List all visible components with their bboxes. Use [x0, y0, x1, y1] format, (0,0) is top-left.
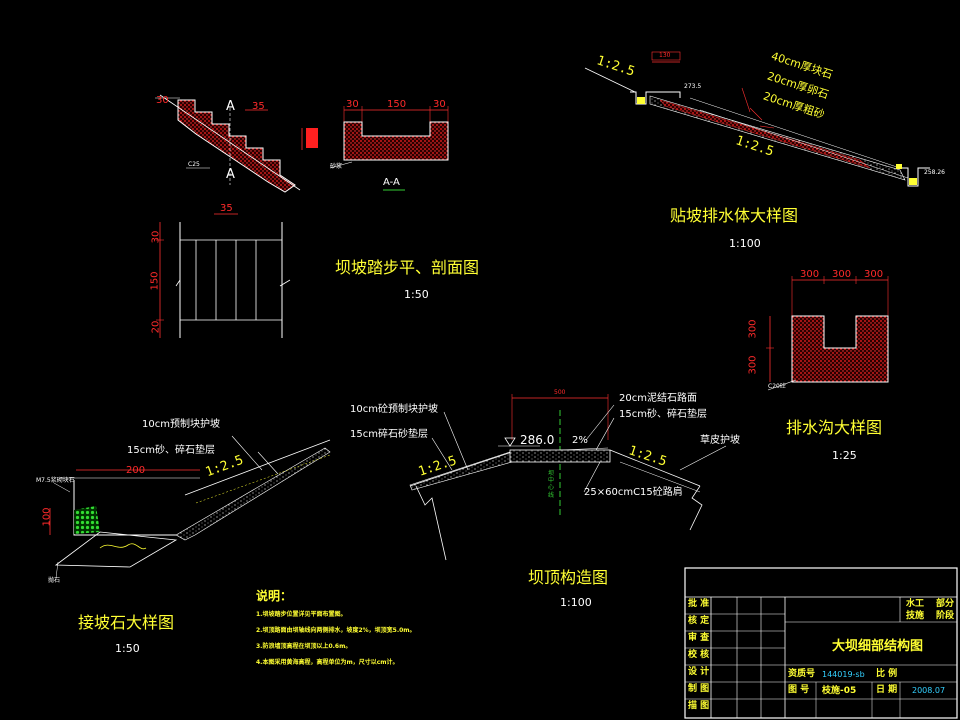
plan-dim-35: 35	[220, 203, 233, 214]
aa-dim-30-left: 30	[346, 99, 359, 110]
aa-dim-150: 150	[387, 99, 407, 110]
toe-bottom-note: 抛石	[48, 577, 61, 584]
plan-dim-20: 20	[150, 320, 162, 334]
note-item-3: 3.防浪墙顶高程在坝顶以上0.6m。	[256, 643, 352, 650]
aa-section-drawing	[329, 106, 449, 191]
crest-left-label-1: 10cm砼预制块护坡	[350, 404, 438, 415]
tb-file-no-label: 资质号	[788, 669, 816, 679]
note-item-2: 2.坝顶路面由坝轴线向两侧排水，坡度2%，坝顶宽5.0m。	[256, 627, 416, 634]
tb-row-check: 校 核	[688, 650, 710, 660]
note-item-1: 1.坝坡踏步位置详见平面布置图。	[256, 611, 347, 618]
step-drawing-scale: 1:50	[404, 288, 429, 301]
tb-discipline-part: 部分	[936, 599, 955, 609]
toe-dim-200: 200	[126, 465, 146, 476]
ditch-dim-2: 300	[832, 269, 852, 280]
step-section-drawing	[155, 94, 318, 193]
tb-row-design: 设 计	[688, 667, 710, 677]
ditch-material-note: C20砼	[768, 383, 786, 390]
crest-grade: 2%	[572, 435, 588, 446]
tb-date-value: 2008.07	[912, 686, 946, 695]
crest-drawing	[409, 394, 727, 561]
crest-left-label-2: 15cm碎石砂垫层	[350, 429, 428, 440]
ditch-drawing-scale: 1:25	[832, 449, 857, 462]
crest-elevation: 286.0	[520, 433, 555, 447]
step-material-note: C25	[188, 161, 200, 168]
drain-body-drawing	[584, 51, 930, 187]
tb-stage-part: 阶段	[936, 611, 955, 621]
title-block-frame	[684, 567, 958, 719]
crest-right-label-1: 20cm泥结石路面	[619, 393, 697, 404]
tb-discipline: 水工	[906, 599, 925, 609]
note-item-4: 4.本图采用黄海高程，高程单位为m，尺寸以cm计。	[256, 659, 399, 666]
tb-row-draft: 制 图	[688, 684, 710, 694]
ditch-drawing-title: 排水沟大样图	[786, 418, 883, 437]
drain-elev-right: 258.26	[924, 169, 945, 176]
crest-road-shoulder-label: 25×60cmC15砼路肩	[584, 487, 683, 498]
tb-row-trace: 描 图	[688, 701, 710, 711]
notes-heading: 说明：	[256, 589, 293, 603]
tb-file-no-value: 144019-sb	[822, 670, 865, 679]
plan-dim-150: 150	[149, 271, 161, 291]
ditch-side-dim-1: 300	[747, 319, 759, 339]
toe-dim-100: 100	[41, 507, 53, 527]
crest-right-label-2: 15cm砂、碎石垫层	[619, 409, 707, 420]
section-mark-a-bottom: A	[226, 167, 235, 182]
crest-axis-label: 坝中心线	[548, 470, 555, 499]
aa-material-note: 砂浆	[330, 163, 343, 170]
plan-dim-30: 30	[150, 230, 162, 244]
step-drawing-title: 坝坡踏步平、剖面图	[335, 258, 480, 277]
toe-label-2: 15cm砂、碎石垫层	[127, 445, 215, 456]
crest-drawing-scale: 1:100	[560, 596, 592, 609]
tb-date-label: 日 期	[876, 685, 898, 695]
toe-label-1: 10cm预制块护坡	[142, 419, 220, 430]
drain-top-dim: 130	[659, 52, 671, 59]
ditch-side-dim-2: 300	[747, 355, 759, 375]
toe-detail-drawing	[49, 435, 331, 579]
ditch-dim-3: 300	[864, 269, 884, 280]
crest-drawing-title: 坝顶构造图	[528, 568, 609, 587]
step-dim-30: 30	[156, 95, 169, 106]
toe-drawing-title: 接坡石大样图	[78, 613, 175, 632]
section-aa-label: A-A	[383, 177, 400, 188]
tb-drawing-name: 大坝细部结构图	[832, 639, 924, 654]
step-dim-35: 35	[252, 101, 265, 112]
tb-row-review: 审 查	[688, 633, 710, 643]
toe-left-note: M7.5浆砌块石	[36, 477, 75, 484]
crest-grass-label: 草皮护坡	[700, 435, 740, 446]
drain-elev-left: 273.5	[684, 83, 702, 90]
drain-drawing-title: 贴坡排水体大样图	[670, 206, 799, 225]
aa-dim-30-right: 30	[433, 99, 446, 110]
tb-drawing-no-label: 图 号	[788, 685, 810, 695]
step-plan-drawing	[156, 213, 291, 338]
ditch-drawing	[766, 276, 889, 391]
toe-drawing-scale: 1:50	[115, 642, 140, 655]
tb-row-verify: 核 定	[688, 616, 710, 626]
tb-row-approve: 批 准	[688, 599, 710, 609]
tb-stage: 技施	[906, 611, 925, 621]
section-mark-a-top: A	[226, 99, 235, 114]
tb-ratio-label: 比 例	[876, 669, 898, 679]
drain-drawing-scale: 1:100	[729, 237, 761, 250]
ditch-dim-1: 300	[800, 269, 820, 280]
crest-width-dim: 500	[554, 389, 566, 396]
tb-drawing-no-value: 枝施-05	[822, 686, 857, 696]
